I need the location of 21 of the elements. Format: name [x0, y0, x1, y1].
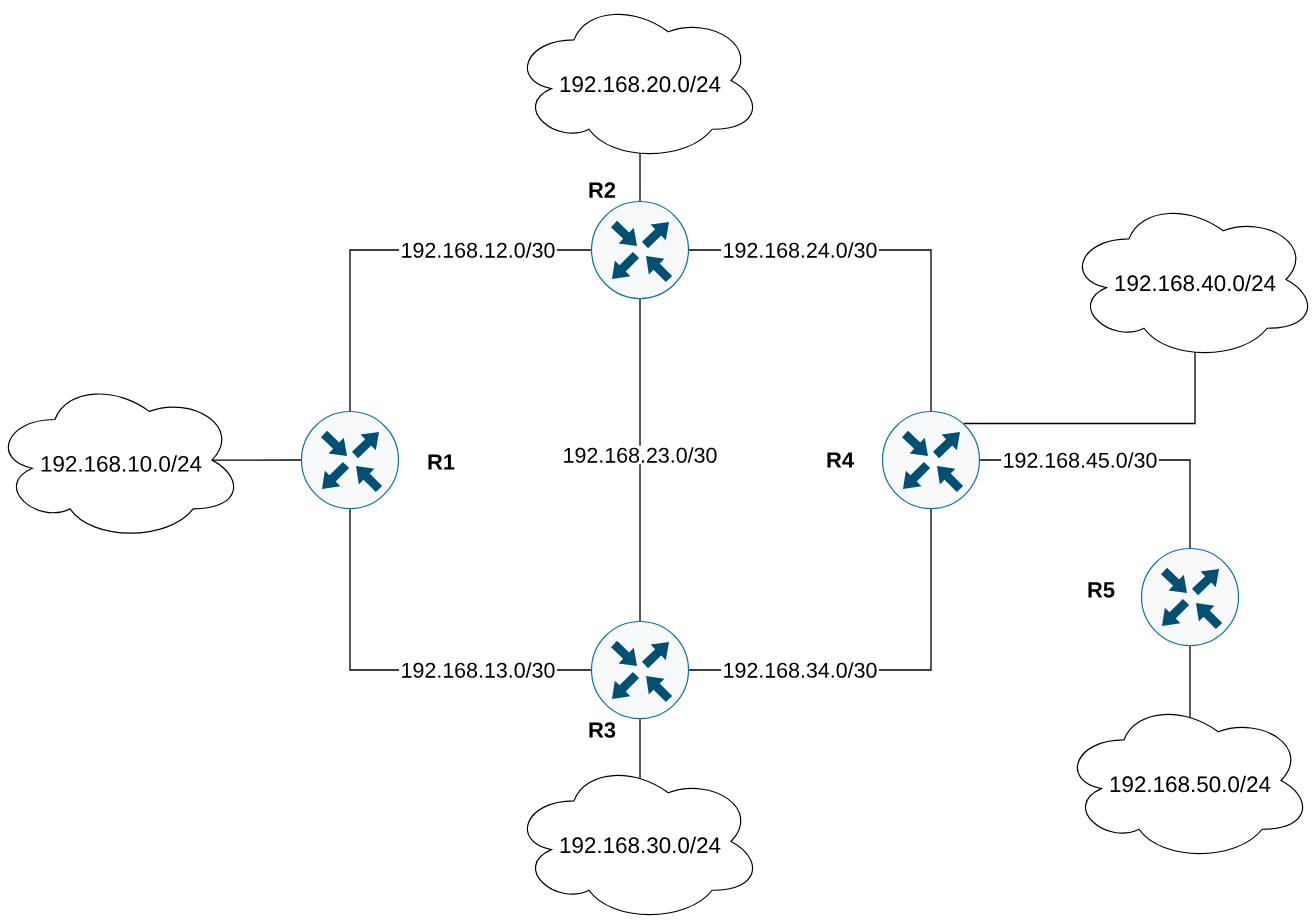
- network-cloud: 192.168.50.0/24: [1076, 713, 1304, 855]
- edge-label: 192.168.23.0/30: [561, 445, 719, 465]
- router-label: R3: [589, 722, 616, 738]
- network-cloud: 192.168.20.0/24: [526, 13, 754, 155]
- edge-label: 192.168.45.0/30: [1001, 450, 1159, 470]
- network-cloud: 192.168.30.0/24: [526, 774, 754, 916]
- connection-line: [639, 718, 641, 780]
- network-cloud: 192.168.40.0/24: [1081, 212, 1309, 354]
- router-label: R1: [428, 454, 455, 470]
- edge-label: 192.168.12.0/30: [399, 240, 557, 260]
- router-label: R2: [589, 182, 616, 198]
- router-label: R4: [827, 452, 854, 468]
- connection-line: [1189, 645, 1191, 719]
- network-cloud: 192.168.10.0/24: [7, 393, 235, 534]
- edge-label: 192.168.34.0/30: [721, 660, 879, 680]
- connection-line: [963, 351, 1196, 425]
- connection-line: [639, 152, 641, 202]
- edge-label: 192.168.13.0/30: [399, 660, 557, 680]
- edge-label: 192.168.24.0/30: [721, 240, 879, 260]
- connection-line: [639, 298, 641, 622]
- router-label: R5: [1088, 582, 1115, 598]
